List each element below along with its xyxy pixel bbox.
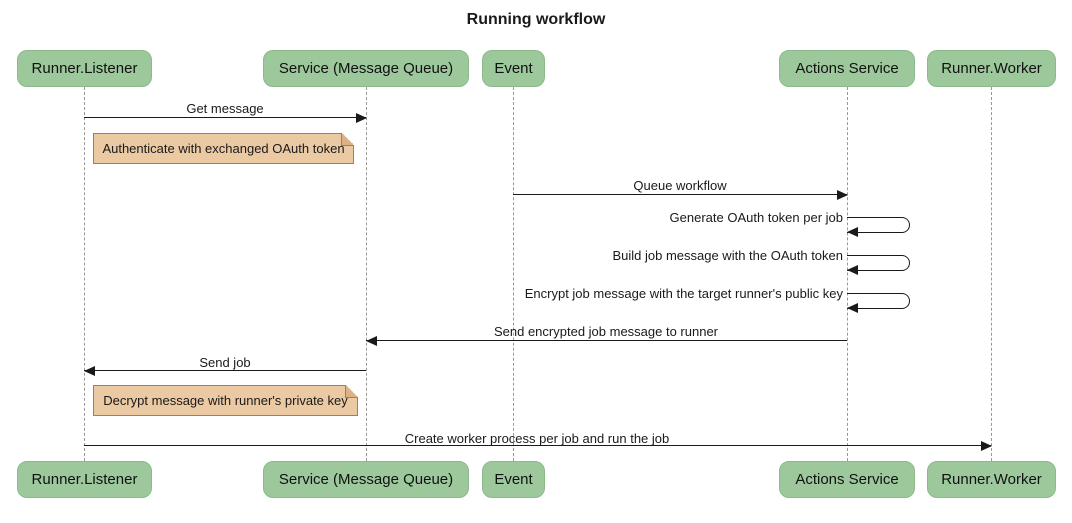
note-authenticate: Authenticate with exchanged OAuth token xyxy=(93,133,354,164)
self-loop-line xyxy=(847,293,910,309)
participant-top-actions-service: Actions Service xyxy=(779,50,915,87)
lifeline-service-message-queue xyxy=(366,87,367,461)
message-label: Encrypt job message with the target runn… xyxy=(524,286,843,301)
lifeline-runner-listener xyxy=(84,87,85,461)
message-label: Get message xyxy=(186,101,264,116)
self-loop-line xyxy=(847,217,910,233)
participant-top-runner-worker: Runner.Worker xyxy=(927,50,1056,87)
message-label: Send job xyxy=(199,355,251,370)
note-fold-icon xyxy=(341,133,354,146)
participant-bottom-runner-listener: Runner.Listener xyxy=(17,461,152,498)
participant-bottom-service-message-queue: Service (Message Queue) xyxy=(263,461,469,498)
message-label: Queue workflow xyxy=(633,178,727,193)
arrowhead-left-icon xyxy=(847,303,858,313)
participant-bottom-event: Event xyxy=(482,461,545,498)
arrowhead-left-icon xyxy=(366,336,377,346)
message-line xyxy=(84,117,366,118)
arrowhead-left-icon xyxy=(847,265,858,275)
message-line xyxy=(366,340,847,341)
note-label: Decrypt message with runner's private ke… xyxy=(103,393,348,408)
participant-top-event: Event xyxy=(482,50,545,87)
message-line xyxy=(84,445,991,446)
message-label: Create worker process per job and run th… xyxy=(404,431,670,446)
arrowhead-right-icon xyxy=(837,190,848,200)
arrowhead-right-icon xyxy=(356,113,367,123)
arrowhead-right-icon xyxy=(981,441,992,451)
diagram-title: Running workflow xyxy=(466,11,606,28)
participant-bottom-actions-service: Actions Service xyxy=(779,461,915,498)
arrowhead-left-icon xyxy=(847,227,858,237)
arrowhead-left-icon xyxy=(84,366,95,376)
message-line xyxy=(84,370,366,371)
message-label: Build job message with the OAuth token xyxy=(612,248,843,263)
message-line xyxy=(513,194,847,195)
message-label: Send encrypted job message to runner xyxy=(493,324,719,339)
message-label: Generate OAuth token per job xyxy=(669,210,843,225)
participant-top-service-message-queue: Service (Message Queue) xyxy=(263,50,469,87)
lifeline-event xyxy=(513,87,514,461)
participant-bottom-runner-worker: Runner.Worker xyxy=(927,461,1056,498)
note-label: Authenticate with exchanged OAuth token xyxy=(102,141,345,156)
note-decrypt: Decrypt message with runner's private ke… xyxy=(93,385,358,416)
note-fold-icon xyxy=(345,385,358,398)
lifeline-runner-worker xyxy=(991,87,992,461)
self-loop-line xyxy=(847,255,910,271)
participant-top-runner-listener: Runner.Listener xyxy=(17,50,152,87)
